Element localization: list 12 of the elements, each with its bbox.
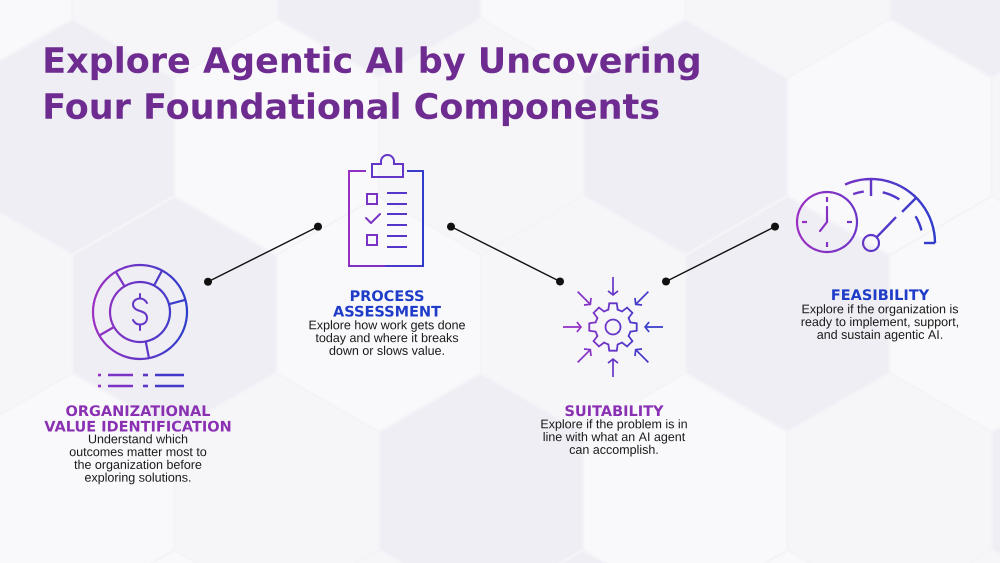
connector-line [662, 222, 779, 286]
heading: PROCESS ASSESSMENT [333, 290, 441, 317]
connector-line [204, 222, 322, 286]
heading: ORGANIZATIONAL VALUE IDENTIFICATION [44, 405, 230, 432]
heading: FEASIBILITY [832, 289, 930, 300]
connector-line [447, 222, 564, 286]
body-text: Explore if the problem is in line with what an AI agent can accomplish. [541, 419, 687, 456]
heading: SUITABILITY [566, 405, 664, 416]
body-text: Understand which outcomes matter most to the organization before exploring solutions. [70, 434, 206, 484]
body-text: Explore if the organization is ready to implement, support, and sustain agentic AI. [802, 304, 958, 342]
title: Explore Agentic AI by Uncovering Four Foundational Components [45, 46, 699, 126]
body-text: Explore how work gets done today and where it breaks down or slows value. [310, 320, 465, 355]
